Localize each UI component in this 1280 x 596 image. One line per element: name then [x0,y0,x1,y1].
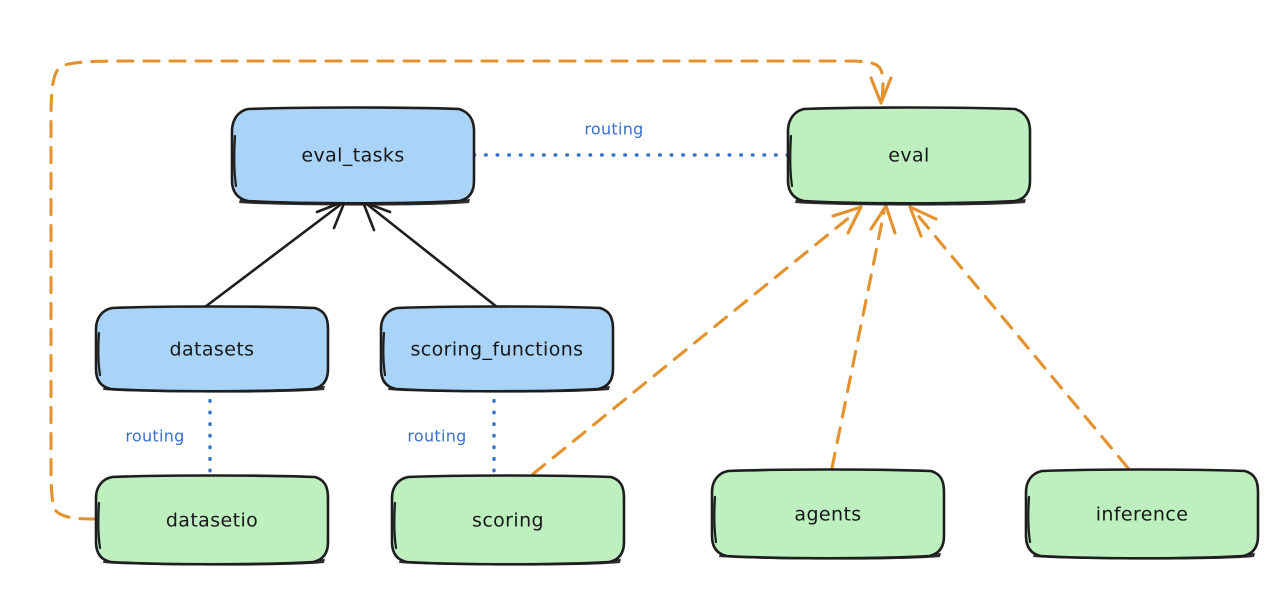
node-datasetio-label: datasetio [166,510,258,532]
node-datasets-label: datasets [170,339,255,361]
edge-label-text: routing [407,427,466,446]
node-datasetio-box [94,474,330,566]
node-scoring-functions-box [379,305,615,393]
edge-datasets-to-eval-tasks [203,199,347,309]
node-scoring-functions-label: scoring_functions [411,339,584,361]
node-inference[interactable]: inference [1024,468,1260,560]
edge-datasetio-to-eval [49,59,893,521]
node-inference-label: inference [1096,504,1189,526]
node-eval[interactable]: eval [786,106,1032,206]
edge-label-text: routing [584,120,643,139]
node-scoring-label: scoring [472,510,544,532]
node-eval-box [786,106,1032,205]
edge-inference-to-eval [908,205,1130,470]
node-datasets[interactable]: datasets [94,305,330,393]
node-scoring[interactable]: scoring [390,474,626,566]
edge-label-text: routing [125,427,184,446]
node-datasets-box [94,305,330,393]
node-datasetio[interactable]: datasetio [94,474,330,566]
node-inference-box [1024,468,1260,560]
node-scoring-functions[interactable]: scoring_functions [379,305,615,393]
node-agents[interactable]: agents [710,468,946,560]
node-scoring-box [390,474,626,566]
node-eval-label: eval [888,145,929,167]
node-agents-label: agents [794,504,861,526]
edge-agents-to-eval [830,204,897,470]
node-agents-box [710,468,946,560]
node-eval-tasks[interactable]: eval_tasks [230,106,476,206]
edge-label-eval-tasks-routing: routing [572,116,656,142]
node-eval-tasks-box [230,106,476,205]
edge-label-datasets-routing: routing [113,423,197,449]
edge-label-scoring-functions-routing: routing [395,423,479,449]
edge-scoring-to-eval [531,205,863,476]
edge-scoring-functions-to-eval-tasks [361,200,499,309]
node-eval-tasks-label: eval_tasks [301,145,404,167]
